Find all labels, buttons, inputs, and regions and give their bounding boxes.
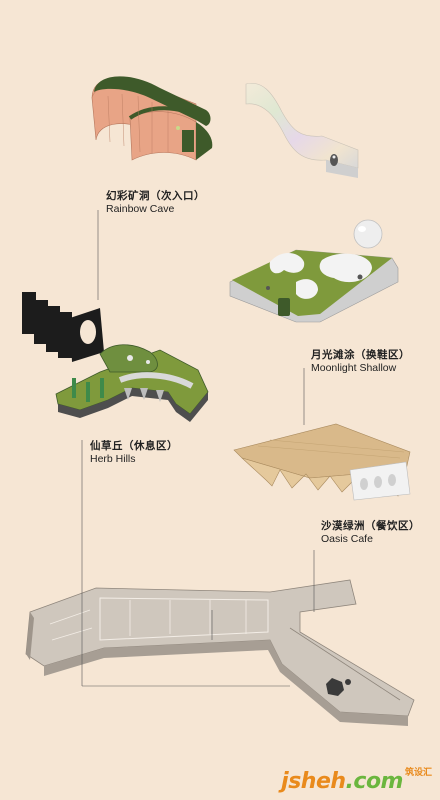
label-moonlight-shallow-en: Moonlight Shallow <box>311 362 397 375</box>
floor-plan-model <box>25 579 415 726</box>
watermark-logo-text: jsheh.com <box>281 769 403 794</box>
label-rainbow-cave: 幻彩矿洞（次入口） Rainbow Cave <box>106 190 205 216</box>
label-oasis-cafe-zh: 沙漠绿洲（餐饮区） <box>321 520 420 532</box>
label-rainbow-cave-zh: 幻彩矿洞（次入口） <box>106 190 205 202</box>
label-herb-hills-en: Herb Hills <box>90 453 136 466</box>
moonlight-shallow-model <box>229 219 399 323</box>
label-oasis-cafe-en: Oasis Cafe <box>321 533 373 546</box>
watermark-cn: 筑设汇 <box>404 768 432 778</box>
label-moonlight-shallow: 月光滩涂（换鞋区） Moonlight Shallow <box>311 349 410 375</box>
oasis-cafe-model <box>233 423 411 501</box>
label-rainbow-cave-en: Rainbow Cave <box>106 203 175 216</box>
iridescent-tunnel-model <box>245 82 359 178</box>
watermark-suffix: .com <box>345 769 404 794</box>
label-herb-hills-zh: 仙草丘（休息区） <box>90 440 178 452</box>
label-moonlight-shallow-zh: 月光滩涂（换鞋区） <box>311 349 410 361</box>
herb-hills-model <box>22 292 209 422</box>
label-oasis-cafe: 沙漠绿洲（餐饮区） Oasis Cafe <box>321 520 420 546</box>
watermark-main: jsheh <box>281 769 346 794</box>
leader-lines <box>81 210 315 687</box>
watermark-logo: jsheh.com 筑设汇 <box>281 765 432 794</box>
rainbow-cave-model <box>91 76 213 161</box>
label-herb-hills: 仙草丘（休息区） Herb Hills <box>90 440 178 466</box>
